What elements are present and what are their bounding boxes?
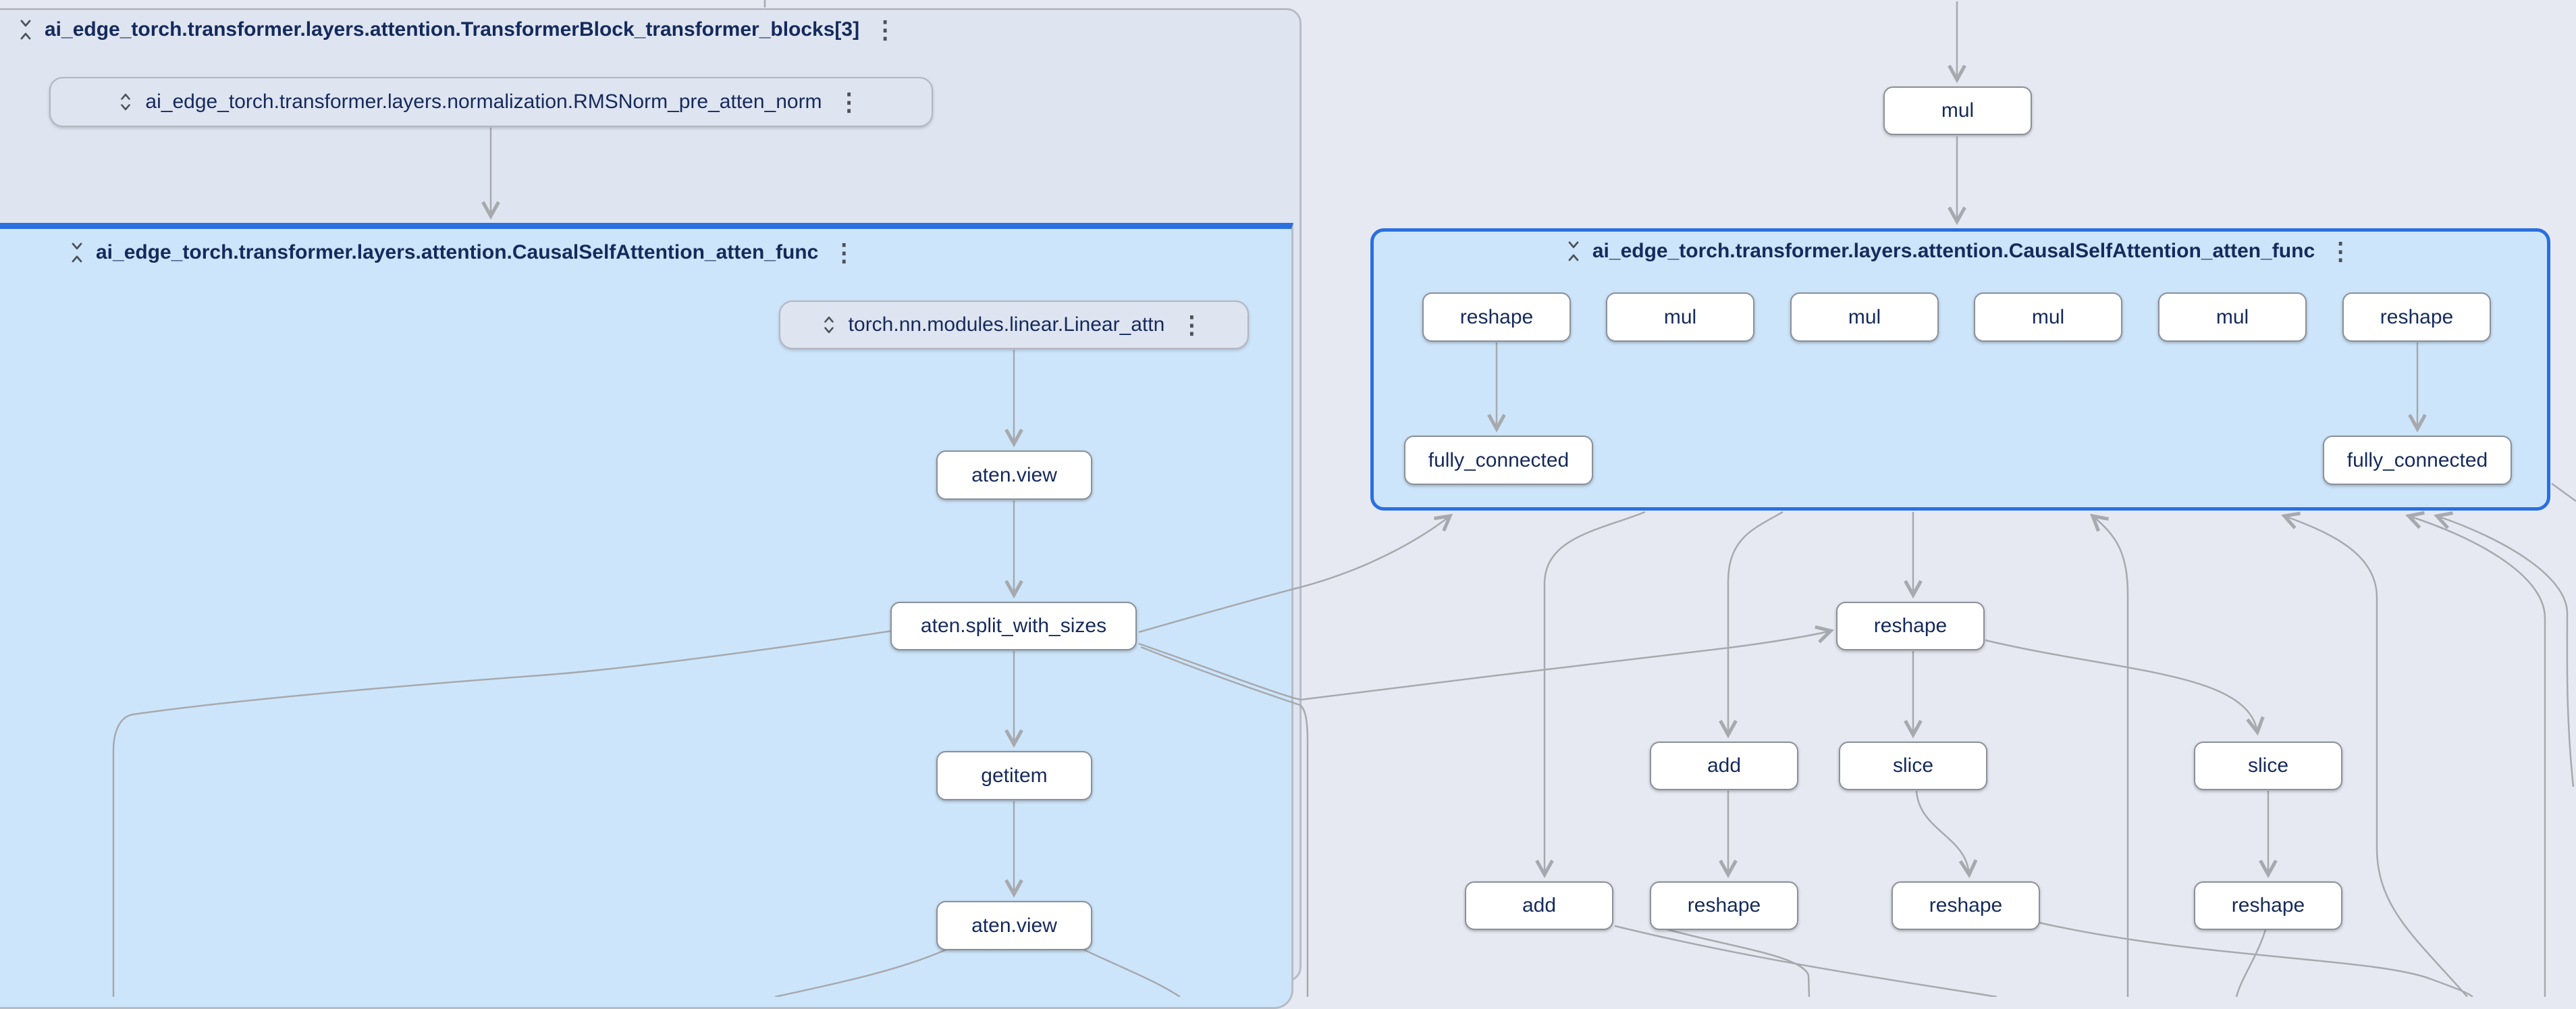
op-node-aten-view[interactable]: aten.view (936, 450, 1092, 500)
edge (774, 948, 948, 997)
edge (2235, 929, 2267, 997)
kebab-menu-icon[interactable]: ⋮ (832, 238, 857, 266)
edge (1614, 925, 1997, 997)
op-node-fully-connected[interactable]: fully_connected (1404, 436, 1593, 485)
panel-header-causal-self-attention-right[interactable]: ai_edge_torch.transformer.layers.attenti… (1370, 236, 2550, 266)
edge (1138, 513, 1453, 633)
edge (1659, 926, 1810, 997)
edge (1985, 639, 2265, 736)
op-node-reshape[interactable]: reshape (1891, 881, 2040, 930)
op-node-mul[interactable]: mul (1883, 86, 2032, 135)
unfold-more-icon[interactable] (118, 90, 133, 114)
op-node-add[interactable]: add (1650, 742, 1798, 790)
edge (112, 629, 893, 997)
group-node-label: torch.nn.modules.linear.Linear_attn (848, 313, 1165, 336)
unfold-less-icon[interactable] (18, 17, 34, 43)
edge (2089, 513, 2129, 997)
unfold-less-icon[interactable] (69, 240, 85, 265)
kebab-menu-icon[interactable]: ⋮ (1179, 311, 1204, 338)
panel-title: ai_edge_torch.transformer.layers.attenti… (96, 241, 819, 263)
group-node-rmsnorm[interactable]: ai_edge_torch.transformer.layers.normali… (49, 77, 933, 127)
edge (2405, 511, 2546, 997)
unfold-less-icon[interactable] (1565, 238, 1582, 264)
op-node-getitem[interactable]: getitem (936, 751, 1092, 800)
edge (2551, 482, 2576, 502)
op-node-slice[interactable]: slice (1839, 742, 1987, 790)
op-node-slice[interactable]: slice (2194, 742, 2342, 790)
edge (1535, 511, 1646, 879)
edge (1081, 948, 1181, 997)
edge (1719, 511, 1783, 739)
panel-title: ai_edge_torch.transformer.layers.attenti… (45, 18, 860, 41)
edge (1140, 646, 1309, 997)
op-node-reshape[interactable]: reshape (1422, 292, 1571, 342)
edge (2434, 511, 2575, 787)
edge (1915, 790, 1978, 879)
edge (2038, 921, 2473, 997)
kebab-menu-icon[interactable]: ⋮ (836, 88, 861, 115)
unfold-more-icon[interactable] (822, 313, 836, 337)
op-node-mul[interactable]: mul (1606, 292, 1754, 342)
kebab-menu-icon[interactable]: ⋮ (2328, 237, 2353, 265)
op-node-mul[interactable]: mul (2158, 292, 2307, 342)
op-node-fully-connected[interactable]: fully_connected (2323, 436, 2512, 485)
panel-title: ai_edge_torch.transformer.layers.attenti… (1592, 240, 2315, 262)
kebab-menu-icon[interactable]: ⋮ (873, 16, 898, 43)
panel-header-transformer-block[interactable]: ai_edge_torch.transformer.layers.attenti… (18, 15, 900, 45)
op-node-reshape[interactable]: reshape (1836, 602, 1985, 650)
op-node-reshape[interactable]: reshape (1650, 881, 1798, 930)
op-node-add[interactable]: add (1465, 881, 1613, 930)
op-node-aten-view[interactable]: aten.view (936, 901, 1092, 950)
panel-header-causal-self-attention-left[interactable]: ai_edge_torch.transformer.layers.attenti… (69, 238, 859, 267)
group-node-linear-attn[interactable]: torch.nn.modules.linear.Linear_attn ⋮ (779, 301, 1249, 349)
op-node-mul[interactable]: mul (1974, 292, 2122, 342)
op-node-reshape[interactable]: reshape (2194, 881, 2342, 930)
edge (2281, 511, 2468, 997)
group-node-label: ai_edge_torch.transformer.layers.normali… (145, 90, 822, 113)
op-node-reshape[interactable]: reshape (2342, 292, 2491, 342)
edge (1138, 625, 1835, 701)
op-node-mul[interactable]: mul (1790, 292, 1939, 342)
op-node-aten-split-with-sizes[interactable]: aten.split_with_sizes (890, 602, 1137, 650)
